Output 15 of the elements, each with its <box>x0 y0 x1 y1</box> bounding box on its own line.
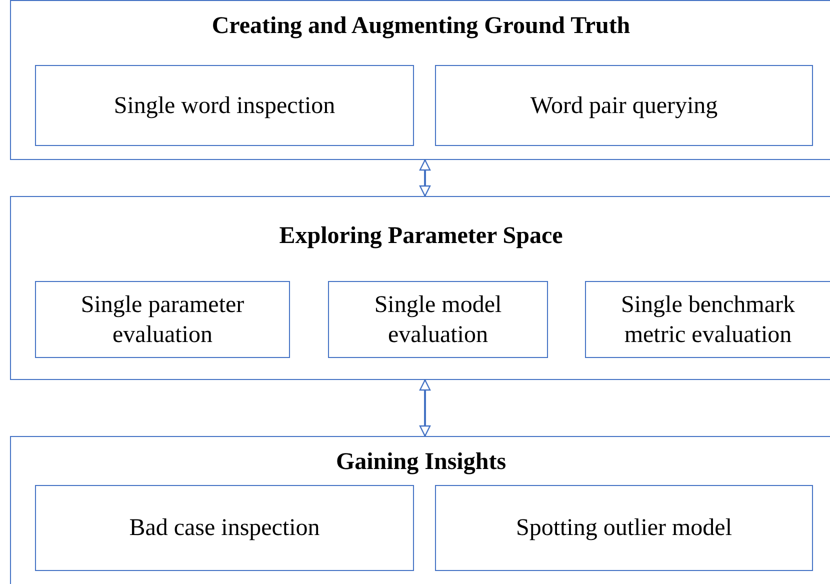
process-box: Single benchmark metric evaluation <box>585 281 830 358</box>
double-arrow <box>419 159 431 197</box>
double-arrow <box>419 379 431 437</box>
section-title: Gaining Insights <box>336 449 506 476</box>
process-box: Bad case inspection <box>35 485 414 571</box>
section-panel <box>10 0 830 160</box>
process-box: Single model evaluation <box>328 281 548 358</box>
section-title: Exploring Parameter Space <box>279 223 563 250</box>
section-title: Creating and Augmenting Ground Truth <box>212 13 630 40</box>
section-panel <box>10 196 830 380</box>
process-box: Word pair querying <box>435 65 813 146</box>
section-panel <box>10 436 830 584</box>
process-box: Single parameter evaluation <box>35 281 290 358</box>
process-box: Spotting outlier model <box>435 485 813 571</box>
process-box: Single word inspection <box>35 65 414 146</box>
